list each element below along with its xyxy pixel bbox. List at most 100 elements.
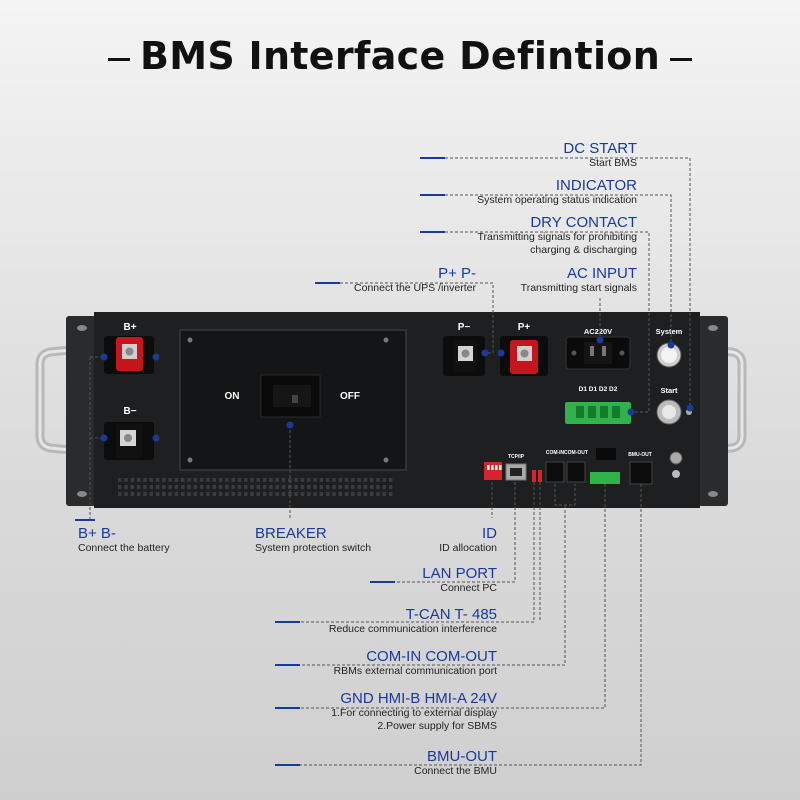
vent-hole — [275, 478, 279, 482]
vent-hole — [124, 492, 128, 496]
vent-hole — [376, 485, 380, 489]
vent-hole — [181, 492, 185, 496]
vent-hole — [344, 485, 349, 489]
breaker-on-label: ON — [225, 391, 240, 402]
vent-hole — [199, 478, 204, 482]
vent-hole — [275, 492, 279, 496]
lan-port-desc: Connect PC — [440, 582, 497, 594]
vent-hole — [363, 492, 368, 496]
vent-hole — [370, 478, 374, 482]
vent-hole — [325, 492, 330, 496]
bmu-out-port[interactable] — [629, 461, 653, 485]
vent-hole — [307, 492, 311, 496]
vent-hole — [162, 478, 166, 482]
t-485-switch[interactable] — [538, 470, 542, 482]
screw-icon — [187, 337, 193, 343]
vent-hole — [162, 485, 166, 489]
vent-hole — [351, 478, 355, 482]
vent-hole — [250, 485, 254, 489]
dry-contact-heading: DRY CONTACT — [530, 214, 637, 231]
com-desc: RBMs external communication port — [333, 665, 497, 677]
indicator-heading: INDICATOR — [555, 177, 637, 194]
ac-input-socket — [565, 336, 631, 370]
vent-hole — [319, 478, 324, 482]
com-out-label: COM-OUT — [564, 450, 588, 456]
vent-hole — [319, 485, 324, 489]
bmu-out-label: BMU-OUT — [628, 452, 652, 458]
vent-hole — [281, 492, 286, 496]
vent-hole — [231, 492, 235, 496]
dry-contact-pins-label: D1 D1 D2 D2 — [579, 386, 618, 393]
gnd-hmi-connector[interactable] — [590, 472, 620, 484]
left-rack-ear — [66, 316, 96, 506]
vent-hole — [376, 478, 380, 482]
label-breaker: BREAKER System protection switch — [255, 525, 371, 555]
label-dc-start: DC START Start BMS — [563, 140, 637, 170]
vent-hole — [269, 478, 273, 482]
vent-hole — [130, 485, 135, 489]
title-dash-right — [670, 58, 692, 61]
label-indicator: INDICATOR System operating status indica… — [477, 177, 637, 207]
label-p-plus-minus: P+ P- Connect the UPS /inverter — [354, 265, 476, 295]
rack-slot-icon — [77, 491, 87, 497]
vent-hole — [237, 492, 242, 496]
vent-hole — [332, 492, 336, 496]
vent-hole — [332, 478, 336, 482]
vent-hole — [212, 478, 216, 482]
p-plus-terminal — [500, 336, 548, 376]
vent-hole — [382, 478, 387, 482]
p-plus-minus-desc: Connect the UPS /inverter — [354, 282, 476, 294]
rack-slot-icon — [708, 491, 718, 497]
vent-hole — [388, 485, 393, 489]
vent-hole — [363, 478, 368, 482]
breaker-off-label: OFF — [340, 391, 360, 402]
label-gnd: GND HMI-B HMI-A 24V 1.For connecting to … — [331, 690, 497, 733]
vent-hole — [237, 478, 242, 482]
rack-slot-icon — [77, 325, 87, 331]
vent-hole — [256, 485, 261, 489]
label-b-plus-minus: B+ B- Connect the battery — [78, 525, 170, 555]
vent-hole — [168, 485, 172, 489]
dry-contact-desc-2: charging & discharging — [530, 244, 637, 256]
system-indicator-lens — [661, 347, 677, 363]
vent-hole — [199, 492, 204, 496]
com-out-port[interactable] — [566, 461, 586, 483]
vent-hole — [338, 485, 342, 489]
vent-hole — [168, 478, 172, 482]
vent-hole — [143, 485, 147, 489]
ac-input-heading: AC INPUT — [566, 265, 637, 282]
com-in-port[interactable] — [545, 461, 565, 483]
b-plus-panel-label: B+ — [123, 322, 136, 333]
label-id: ID ID allocation — [439, 525, 497, 555]
vent-hole — [300, 492, 305, 496]
vent-hole — [250, 478, 254, 482]
dry-contact-desc-1: Transmitting signals for prohibiting — [477, 231, 637, 243]
b-plus-minus-desc: Connect the battery — [78, 542, 170, 554]
vent-hole — [181, 485, 185, 489]
vent-hole — [294, 492, 298, 496]
leader-endpoints — [100, 336, 694, 442]
screw-icon — [672, 470, 680, 478]
label-bmu-out: BMU-OUT Connect the BMU — [414, 748, 497, 778]
label-tcan: T-CAN T- 485 Reduce communication interf… — [329, 606, 497, 636]
vent-hole — [281, 485, 286, 489]
vent-hole — [212, 485, 216, 489]
right-rack-ear — [698, 316, 728, 506]
vent-hole — [218, 492, 223, 496]
vent-hole — [155, 485, 160, 489]
id-dip-switch[interactable] — [484, 462, 502, 480]
dc-start-heading: DC START — [563, 140, 637, 157]
vent-hole — [351, 485, 355, 489]
vent-hole — [275, 485, 279, 489]
vent-hole — [193, 478, 198, 482]
vent-hole — [332, 485, 336, 489]
vent-hole — [149, 485, 153, 489]
vent-hole — [225, 485, 229, 489]
vent-hole — [376, 492, 380, 496]
tcan-desc: Reduce communication interference — [328, 623, 497, 635]
vent-hole — [136, 485, 141, 489]
vent-hole — [218, 485, 223, 489]
id-desc: ID allocation — [439, 542, 497, 554]
t-can-switch[interactable] — [532, 470, 536, 482]
p-minus-terminal — [443, 336, 485, 376]
